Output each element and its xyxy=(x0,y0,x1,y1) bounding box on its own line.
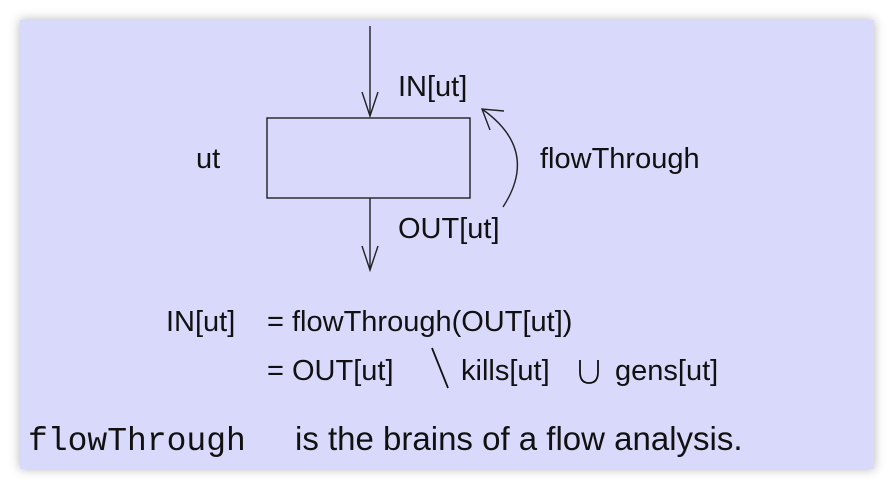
set-minus-symbol xyxy=(431,347,449,389)
union-symbol xyxy=(579,360,599,384)
equation-line2-out: = OUT[ut] xyxy=(267,355,394,387)
equation-line2-gens: gens[ut] xyxy=(615,355,718,387)
flowthrough-label: flowThrough xyxy=(540,143,700,175)
out-arrow xyxy=(361,198,379,273)
equation-lhs: IN[ut] xyxy=(166,306,235,338)
in-label: IN[ut] xyxy=(398,71,467,103)
out-label: OUT[ut] xyxy=(398,213,500,245)
flow-diagram: ut IN[ut] OUT[ut] flowThrough IN[ut] = f… xyxy=(28,26,743,460)
equation-line1-rhs: = flowThrough(OUT[ut]) xyxy=(267,306,572,338)
in-arrow xyxy=(361,26,379,119)
caption: flowThrough is the brains of a flow anal… xyxy=(28,420,743,460)
node-box xyxy=(266,117,471,199)
equation-line2-kills: kills[ut] xyxy=(461,355,550,387)
node-label: ut xyxy=(196,143,220,175)
caption-code: flowThrough xyxy=(28,423,246,460)
flowthrough-curve-arrow xyxy=(480,108,519,208)
equations: IN[ut] = flowThrough(OUT[ut]) = OUT[ut] … xyxy=(166,306,718,389)
caption-text: is the brains of a flow analysis. xyxy=(295,420,743,457)
slide-panel: ut IN[ut] OUT[ut] flowThrough IN[ut] = f… xyxy=(20,20,874,469)
